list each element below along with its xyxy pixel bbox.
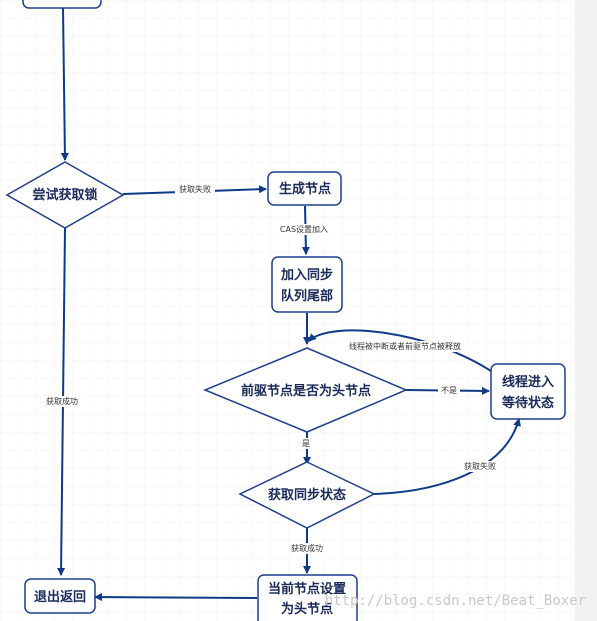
label-try-lock: 尝试获取锁 bbox=[32, 187, 97, 203]
edge-label-not-head: 不是 bbox=[441, 386, 457, 395]
label-pred-is-head: 前驱节点是否为头节点 bbox=[241, 383, 371, 399]
process-set-head bbox=[257, 574, 358, 621]
label-thread-wait-line1: 线程进入 bbox=[502, 374, 554, 390]
edge-label-interrupted: 线程被中断或者前驱节点被释放 bbox=[349, 341, 461, 351]
edge-label-success-2: 获取成功 bbox=[291, 543, 323, 553]
watermark-text: http://blog.csdn.net/Beat_Boxer bbox=[325, 593, 586, 609]
edge-label-fail-2: 获取失败 bbox=[464, 461, 496, 471]
decision-acquire-state bbox=[238, 461, 376, 529]
label-join-queue-line2: 队列尾部 bbox=[281, 288, 333, 304]
edge-set-head-to-exit bbox=[94, 593, 258, 602]
process-gen-node bbox=[267, 171, 342, 206]
label-gen-node: 生成节点 bbox=[279, 181, 331, 197]
start-box-partial bbox=[22, 0, 102, 9]
edge-label-yes: 是 bbox=[302, 439, 310, 448]
decision-pred-is-head bbox=[203, 347, 408, 433]
label-set-head-line2: 为头节点 bbox=[281, 601, 333, 617]
edge-start-to-try-lock bbox=[60, 7, 69, 161]
right-margin-band bbox=[575, 0, 597, 621]
label-set-head-line1: 当前节点设置 bbox=[268, 581, 346, 597]
edge-wait-loop-to-pred bbox=[308, 329, 495, 374]
process-thread-wait bbox=[490, 363, 566, 420]
edge-label-success-1: 获取成功 bbox=[46, 396, 78, 406]
label-join-queue-line1: 加入同步 bbox=[280, 267, 333, 283]
decision-try-lock bbox=[5, 161, 125, 229]
label-acquire-state: 获取同步状态 bbox=[268, 487, 346, 503]
edge-acquire-to-wait bbox=[372, 418, 521, 495]
edge-label-fail-1: 获取失败 bbox=[179, 184, 211, 194]
process-join-queue bbox=[271, 256, 343, 313]
process-exit-return bbox=[24, 578, 96, 614]
label-thread-wait-line2: 等待状态 bbox=[501, 395, 554, 411]
label-exit-return: 退出返回 bbox=[34, 589, 86, 605]
edge-label-cas-join: CAS设置加入 bbox=[280, 224, 328, 234]
